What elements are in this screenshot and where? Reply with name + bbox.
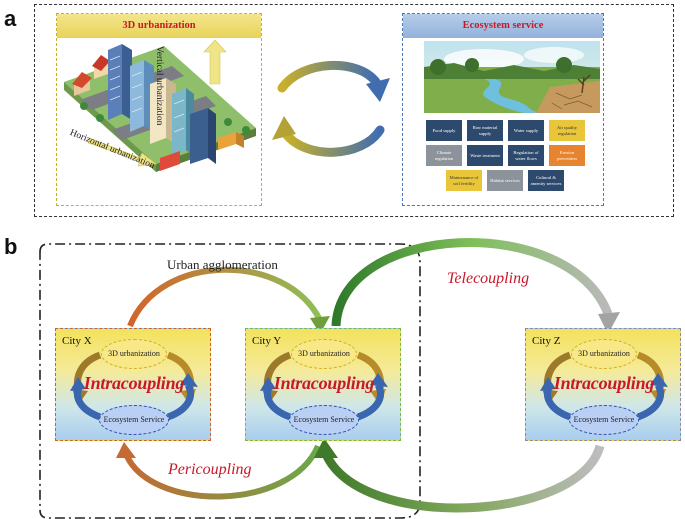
intracoupling-label: Intracoupling	[83, 373, 185, 393]
service-tile: Maintenance of soil fertility	[446, 170, 482, 191]
intracoupling-arrows	[540, 351, 668, 421]
panel-b-connectors	[39, 238, 620, 519]
urbanization-node: 3D urbanization	[571, 339, 637, 369]
ecosystem-node: Ecosystem Service	[289, 405, 359, 435]
ecosystem-node: Ecosystem Service	[99, 405, 169, 435]
urbanization-node: 3D urbanization	[101, 339, 167, 369]
panel-b-label: b	[4, 234, 18, 259]
vertical-urbanization-label: Vertical urbanization	[154, 46, 164, 126]
city-name: City X	[62, 335, 92, 347]
city-name: City Z	[532, 335, 561, 347]
intracoupling-label: Intracoupling	[553, 373, 655, 393]
service-tile: Regulation of water flows	[508, 145, 544, 166]
intracoupling-label: Intracoupling	[273, 373, 375, 393]
urbanization-node: 3D urbanization	[291, 339, 357, 369]
panel-a-coupling-arrows	[272, 60, 390, 157]
telecoupling-label: Telecoupling	[447, 270, 530, 287]
city-x-box: City X 3D urbanization Intracoupling Eco…	[55, 328, 211, 441]
city-z-box: City Z 3D urbanization Intracoupling Eco…	[525, 328, 681, 441]
service-tile: Food supply	[426, 120, 462, 141]
service-tile: Raw material supply	[467, 120, 503, 141]
panel-a-label: a	[4, 6, 17, 31]
ecosystem-title: Ecosystem service	[403, 14, 603, 38]
service-tile: Cultural & amenity services	[528, 170, 564, 191]
city-illustration	[64, 40, 256, 172]
service-tile: Waste treatment	[467, 145, 503, 166]
ecosystem-node: Ecosystem Service	[569, 405, 639, 435]
service-tile: Habitat services	[487, 170, 523, 191]
city-name: City Y	[252, 335, 282, 347]
city-y-box: City Y 3D urbanization Intracoupling Eco…	[245, 328, 401, 441]
service-tile: Erosion prevention	[549, 145, 585, 166]
intracoupling-arrows	[70, 351, 198, 421]
landscape-illustration	[424, 41, 600, 113]
intracoupling-arrows	[260, 351, 388, 421]
pericoupling-label: Pericoupling	[168, 461, 252, 478]
service-tile: Water supply	[508, 120, 544, 141]
urbanization-title: 3D urbanization	[57, 14, 261, 38]
panel-a-frame	[34, 4, 674, 217]
service-tile: Climate regulation	[426, 145, 462, 166]
service-tile: Air quality regulation	[549, 120, 585, 141]
agglomeration-label: Urban agglomeration	[167, 257, 278, 272]
